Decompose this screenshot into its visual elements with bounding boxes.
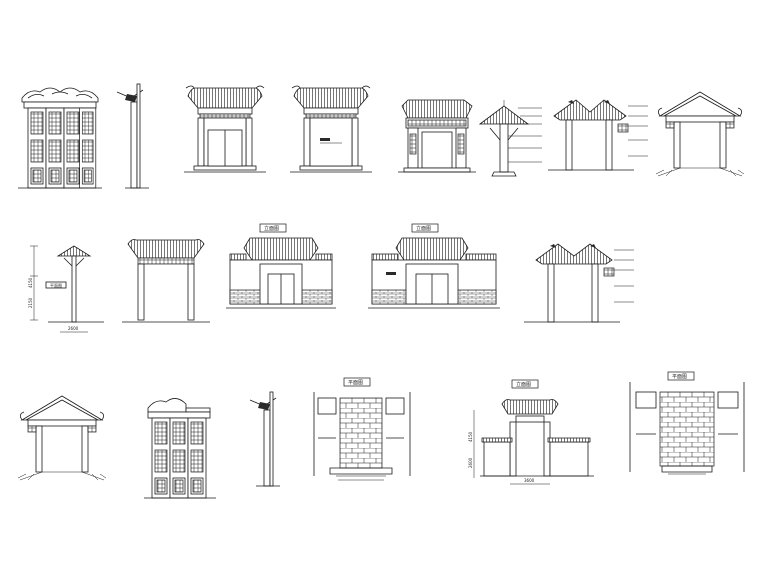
single-post-elevation: 4150 2150 平面图 2600 <box>28 245 104 333</box>
title-box <box>343 377 371 387</box>
gate-section-callouts-3 <box>524 243 634 323</box>
courtyard-elevation-1: 立面图 <box>226 223 336 309</box>
gate-section-callouts-2 <box>548 99 648 171</box>
side-section-bracket-1 <box>116 83 149 189</box>
gate-plan-view-2: 平面图 <box>629 371 745 475</box>
dim-post-mid: 2150 <box>28 297 33 308</box>
triangular-gate-elevation-2 <box>17 395 107 481</box>
gate-elevation-4 <box>122 239 210 323</box>
courtyard-elevation-2: 立面图 <box>368 223 500 309</box>
title-box <box>511 379 539 389</box>
dim-post-width: 2600 <box>68 326 79 331</box>
gate-section-callouts-1 <box>478 100 542 177</box>
plan-title-1: 平面图 <box>348 380 363 386</box>
title-box <box>411 223 439 233</box>
plaque-label: 平面图 <box>50 282 62 288</box>
gate-elevation-2 <box>290 85 372 173</box>
triangular-gate-elevation-1 <box>655 91 745 177</box>
dim-post-height: 4150 <box>28 277 33 288</box>
ornate-door-elevation-2 <box>144 398 216 499</box>
gate-elevation-3 <box>398 99 476 173</box>
dim-gate-width: 3600 <box>524 478 535 483</box>
title-box <box>259 223 287 233</box>
wall-gate-elevation: 立面图 4150 2600 3600 <box>468 379 594 485</box>
plan-title-2: 平面图 <box>672 374 687 380</box>
elevation-title-2: 立面图 <box>416 225 431 232</box>
dim-gate-mid: 2600 <box>468 457 473 468</box>
title-box <box>667 371 695 381</box>
callout-leaders <box>628 105 648 157</box>
elevation-title-1: 立面图 <box>264 225 279 232</box>
gate-elevation-1 <box>184 85 266 173</box>
callout-leaders <box>508 107 542 163</box>
gate-plan-view-1: 平面图 <box>313 377 411 481</box>
side-section-bracket-2 <box>249 391 280 487</box>
callout-leaders <box>614 249 634 303</box>
dim-gate-height: 4150 <box>468 431 473 442</box>
ornate-door-elevation-1 <box>18 87 102 189</box>
elevation-title-3: 立面图 <box>516 381 531 388</box>
